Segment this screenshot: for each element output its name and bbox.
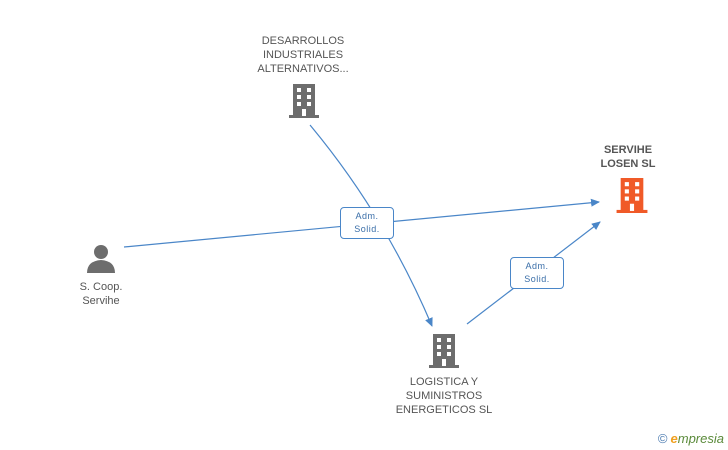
node-desarrollos[interactable] [289,84,319,118]
node-label-desarrollos: DESARROLLOS INDUSTRIALES ALTERNATIVOS... [257,35,349,75]
building-icon [289,84,319,118]
copyright-symbol: © [657,431,668,446]
person-icon [87,245,115,273]
building-icon [429,334,459,368]
node-label-servihe-losen: SERVIHE LOSEN SL [600,144,656,170]
edge-label-adm-solid-primary[interactable]: Adm. Solid. [340,207,394,239]
edge-label-adm-solid-secondary[interactable]: Adm. Solid. [510,257,564,289]
building-icon [616,178,648,213]
node-s-coop[interactable] [86,244,116,274]
brand-initial: e [670,431,678,446]
node-logistica[interactable] [429,334,459,368]
node-label-logistica: LOGISTICA Y SUMINISTROS ENERGETICOS SL [395,376,493,416]
brand-name: mpresia [677,431,724,446]
node-servihe-losen[interactable] [616,178,648,213]
node-label-s-coop: S. Coop. Servihe [79,281,123,307]
empresia-watermark: ©empresia [658,431,724,446]
